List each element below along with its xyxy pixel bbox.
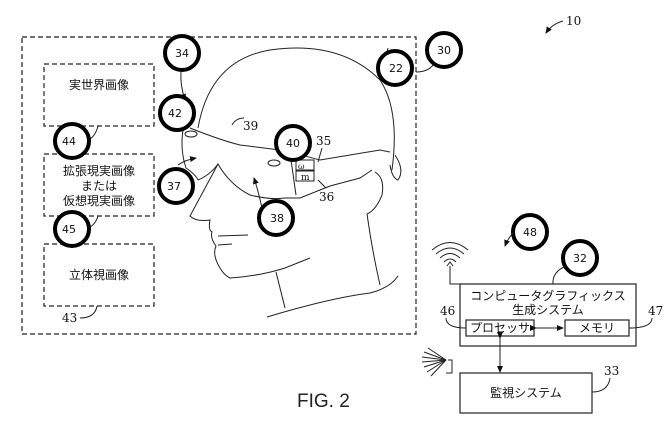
svg-text:42: 42: [168, 107, 182, 120]
ref-39-label: 39: [243, 119, 258, 133]
real-world-image-box: [43, 63, 155, 127]
stereoscopic-image-label: 立体視画像: [69, 267, 129, 282]
headset-panel-border: [21, 36, 417, 335]
svg-text:45: 45: [62, 223, 76, 236]
ar-image-label: 拡張現実画像: [63, 163, 135, 178]
svg-text:37: 37: [167, 180, 181, 193]
monitoring-system-label: 監視システム: [490, 385, 562, 400]
svg-text:38: 38: [270, 212, 284, 225]
callout-37: 37: [157, 167, 195, 205]
monitoring-system-box: [459, 372, 593, 414]
real-world-image-label: 実世界画像: [69, 77, 129, 92]
callout-22: 22: [376, 49, 414, 87]
vr-image-label: 仮想現実画像: [63, 193, 135, 208]
memory-label: メモリ: [579, 321, 615, 335]
callout-40: 40: [274, 124, 312, 162]
ref-10-callout: 10: [545, 14, 581, 34]
svg-text:44: 44: [62, 135, 76, 148]
ref-10-label: 10: [566, 14, 581, 28]
svg-text:32: 32: [573, 252, 587, 265]
ref-43-label: 43: [62, 311, 77, 325]
callout-30: 30: [425, 31, 463, 69]
ref-36-label: 36: [319, 190, 334, 204]
sensor-burst-icon: [421, 347, 453, 377]
svg-text:22: 22: [389, 62, 403, 75]
or-label: または: [81, 179, 117, 193]
callout-34: 34: [163, 34, 201, 72]
wireless-antenna-icon: [431, 242, 469, 285]
computer-graphics-title-line2: 生成システム: [512, 303, 584, 317]
head-illustration: ω m: [181, 47, 402, 318]
svg-text:34: 34: [175, 47, 189, 60]
callout-32: 32: [561, 239, 599, 277]
figure-caption: FIG. 2: [297, 391, 350, 412]
ref-46-label: 46: [440, 304, 455, 318]
processor-label: プロセッサ: [470, 321, 530, 335]
stereoscopic-image-box: [43, 243, 155, 307]
ar-vr-image-box: [43, 153, 155, 217]
module-bottom-glyph: m: [301, 173, 310, 183]
svg-text:40: 40: [286, 137, 300, 150]
ref-35-label: 35: [316, 134, 331, 148]
module-top-glyph: ω: [298, 162, 305, 171]
computer-graphics-title-line1: コンピュータグラフィックス: [470, 289, 625, 303]
callout-42: 42: [158, 94, 196, 132]
svg-text:30: 30: [437, 44, 451, 57]
callout-48: 48: [511, 213, 549, 251]
ref-33-label: 33: [604, 364, 619, 378]
callout-45: 45: [53, 210, 91, 248]
callout-38: 38: [257, 199, 295, 237]
ref-47-label: 47: [648, 304, 663, 318]
callout-44: 44: [53, 122, 91, 160]
svg-text:48: 48: [523, 226, 537, 239]
